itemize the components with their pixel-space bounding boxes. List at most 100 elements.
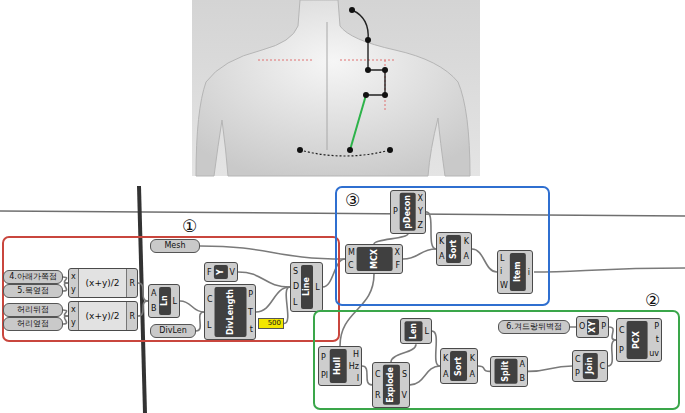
component-name: Sort <box>454 356 464 375</box>
parameter-label: 4.아래가쪽점 <box>9 272 57 281</box>
output-port: X <box>395 248 400 257</box>
output-ports: HHzI <box>347 347 361 385</box>
input-ports: LiW <box>498 251 510 293</box>
wire <box>323 259 345 287</box>
component-name-strip: Ln <box>159 287 171 315</box>
output-port: P <box>248 290 253 299</box>
output-port: i <box>528 268 530 277</box>
input-ports: MC <box>346 245 357 273</box>
output-port: P <box>601 322 606 331</box>
parameter-label: 6.겨드랑뒤벽점 <box>506 322 562 331</box>
input-port: P <box>575 369 581 378</box>
output-port: Y <box>418 207 423 216</box>
output-port: I <box>349 374 359 383</box>
input-port: x <box>71 272 76 281</box>
input-port: M <box>348 248 355 257</box>
input-port: K <box>443 354 448 363</box>
component-box: ABLnL <box>148 284 180 318</box>
input-ports: CR <box>373 363 383 407</box>
input-ports: P <box>391 191 400 233</box>
output-port: C <box>599 362 605 371</box>
input-port: y <box>71 318 76 327</box>
back-torso <box>196 0 470 176</box>
output-port: V <box>230 268 235 277</box>
parameter-node: Mesh <box>150 239 200 253</box>
input-ports: xy <box>69 269 78 297</box>
number-slider: 500 <box>258 318 284 329</box>
input-port: Pl <box>321 371 328 380</box>
output-port: V <box>402 391 407 400</box>
output-port: S <box>402 370 407 379</box>
component-name: Split <box>501 361 511 382</box>
input-port: P <box>393 207 398 216</box>
input-port: K <box>439 237 444 246</box>
component-group: ①Mesh4.아래가쪽점5.목옆점xy(x+y)/2R허리뒤점허리옆점xy(x+… <box>2 236 340 342</box>
component-box: P PlHullHHzI <box>318 346 362 386</box>
parameter-node: DivLen <box>150 324 196 338</box>
output-ports: R <box>127 269 137 297</box>
input-port: F <box>207 268 212 277</box>
component-box: CPJoinC <box>572 350 608 382</box>
parameter-label: 5.목옆점 <box>17 286 49 295</box>
expression-component: xy(x+y)/2R <box>68 301 138 331</box>
parameter-node: 4.아래가쪽점 <box>3 270 63 284</box>
output-port: K <box>470 354 475 363</box>
parameter-node: 허리뒤점 <box>3 303 63 317</box>
component-group: ③MCMCXXFPpDeconXYZKASortKALiWItemi <box>335 186 550 306</box>
wire <box>138 301 148 316</box>
component-name: Explode <box>386 367 396 403</box>
component-name: Join <box>585 358 595 375</box>
input-port: y <box>71 285 76 294</box>
parameter-node: 5.목옆점 <box>3 284 63 298</box>
output-ports: Ptuv <box>647 319 661 361</box>
component-name: Y <box>216 269 226 275</box>
output-port: R <box>129 312 135 321</box>
output-ports: KA <box>468 349 477 383</box>
parameter-label: DivLen <box>159 326 186 335</box>
output-ports: V <box>228 263 237 281</box>
component-name-strip: Join <box>583 353 598 379</box>
output-port: Z <box>418 221 423 230</box>
output-port: L <box>425 327 429 336</box>
wire <box>391 344 416 362</box>
output-ports: i <box>526 251 532 293</box>
slider-value: 500 <box>268 319 281 327</box>
output-ports: AB <box>518 357 528 386</box>
measure-curve <box>352 10 385 95</box>
component-name-strip: pDecon <box>400 193 416 231</box>
output-port: A <box>470 370 475 379</box>
input-ports: O <box>577 317 587 337</box>
output-port: T <box>248 308 253 317</box>
component-name: XY <box>588 321 598 333</box>
component-name-strip: Sort <box>450 351 467 381</box>
component-name: PCX <box>632 331 642 349</box>
output-port: A <box>464 252 469 261</box>
component-name-strip: PCX <box>627 321 648 359</box>
canvas-wire <box>0 211 685 216</box>
input-port: P <box>321 353 328 362</box>
input-ports: CP <box>573 351 583 381</box>
wire <box>180 301 204 312</box>
component-name-strip: Line <box>301 265 313 309</box>
component-name: Line <box>302 278 312 297</box>
component-name-strip: Hull <box>330 349 347 383</box>
component-name-strip: XY <box>587 319 599 335</box>
output-port: uv <box>649 349 659 358</box>
component-box: FYV <box>204 262 238 282</box>
output-port: B <box>520 374 526 383</box>
component-name: DivLength <box>225 289 235 335</box>
component-name: MCX <box>370 249 380 269</box>
input-ports: SDL <box>291 263 301 311</box>
component-box: CPPCXPtuv <box>616 318 662 362</box>
input-port: L <box>500 254 508 263</box>
input-port: C <box>619 326 625 335</box>
input-ports: xy <box>69 302 78 330</box>
expression-component: xy(x+y)/2R <box>68 268 138 298</box>
component-name-strip: (x+y)/2 <box>78 302 128 330</box>
component-name: Item <box>513 262 523 283</box>
component-name: Sort <box>449 239 459 258</box>
input-port: C <box>575 355 581 364</box>
output-ports: L <box>423 319 431 343</box>
component-name-strip: (x+y)/2 <box>78 269 128 297</box>
